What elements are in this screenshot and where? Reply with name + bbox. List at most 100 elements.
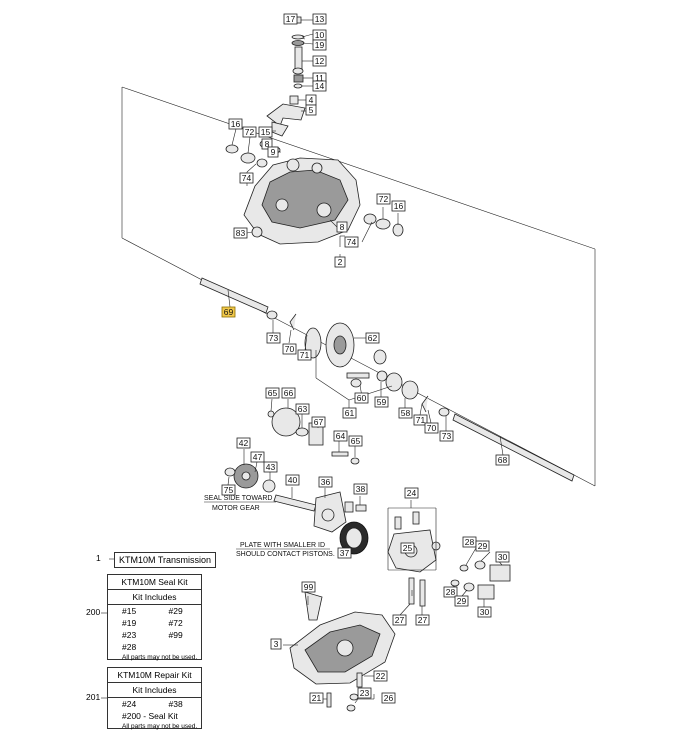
axle-shafts: [199, 277, 575, 482]
callout-16: 16: [228, 118, 243, 130]
callout-number: 47: [253, 452, 263, 462]
note-seal-side-line-1: SEAL SIDE TOWARD: [204, 495, 272, 502]
callout-number: 16: [394, 201, 404, 211]
callout-200: 200: [86, 607, 101, 617]
pump-components: [224, 407, 511, 607]
callout-number: 29: [457, 596, 467, 606]
callout-19: 19: [312, 39, 327, 51]
callout-65: 65: [348, 435, 363, 447]
callout-number: 62: [368, 333, 378, 343]
callout-60: 60: [354, 392, 369, 404]
note-plate-line-2: SHOULD CONTACT PISTONS.: [236, 551, 335, 558]
callout-number: 4: [309, 95, 314, 105]
callout-number: 25: [403, 543, 413, 553]
callout-number: 30: [480, 607, 490, 617]
callout-number: 59: [377, 397, 387, 407]
callout-67: 67: [311, 416, 326, 428]
callout-201: 201: [86, 692, 101, 702]
callout-number: 23: [360, 688, 370, 698]
callout-37: 37: [337, 547, 352, 559]
callout-64: 64: [333, 430, 348, 442]
note-seal-side-line-2: MOTOR GEAR: [212, 505, 260, 512]
callout-number: 74: [242, 173, 252, 183]
repair-kit-item: #200 - Seal Kit: [122, 711, 178, 721]
callout-8: 8: [336, 221, 348, 233]
callout-number: 42: [239, 438, 249, 448]
callout-number: 8: [340, 222, 345, 232]
callout-73: 73: [266, 332, 281, 344]
seal-kit-item: #29: [168, 606, 183, 616]
callout-number: 28: [465, 537, 475, 547]
callout-17: 17: [283, 13, 298, 25]
callout-30: 30: [477, 606, 492, 618]
callout-number: 70: [285, 344, 295, 354]
callout-number: 43: [266, 462, 276, 472]
callout-70: 70: [282, 343, 297, 355]
callout-number: 65: [268, 388, 278, 398]
callout-47: 47: [250, 451, 265, 463]
seal-kit-items: #15#29 #19#72 #23#99 #28: [108, 605, 201, 653]
callout-number: 72: [379, 194, 389, 204]
callout-number: 13: [315, 14, 325, 24]
callout-number: 29: [478, 541, 488, 551]
callout-65: 65: [265, 387, 280, 399]
callout-42: 42: [236, 437, 251, 449]
transmission-title-box: KTM10M Transmission: [114, 552, 217, 568]
callout-28: 28: [462, 536, 477, 548]
callout-number: 73: [442, 431, 452, 441]
repair-kit-table: KTM10M Repair Kit Kit Includes #24#38 #2…: [107, 667, 202, 730]
callout-73: 73: [439, 430, 454, 442]
callout-number: 73: [269, 333, 279, 343]
callout-number: 24: [407, 488, 417, 498]
callout-number: 99: [304, 582, 314, 592]
callout-63: 63: [295, 403, 310, 415]
callout-71: 71: [413, 414, 428, 426]
callout-23: 23: [357, 687, 372, 699]
repair-kit-item: #38: [168, 699, 183, 709]
callout-number: 72: [245, 127, 255, 137]
callout-number: 26: [384, 693, 394, 703]
repair-kit-item: #24: [122, 699, 137, 709]
callout-21: 21: [309, 692, 324, 704]
callout-number: 58: [401, 408, 411, 418]
callout-9: 9: [267, 146, 279, 158]
repair-kit-footnote: All parts may not be used.: [122, 723, 198, 730]
callout-25: 25: [400, 542, 415, 554]
callout-number: 10: [315, 30, 325, 40]
seal-kit-item: #72: [168, 618, 183, 628]
callout-2: 2: [334, 256, 346, 268]
callout-26: 26: [381, 692, 396, 704]
callout-number: 60: [357, 393, 367, 403]
callout-number: 37: [340, 548, 350, 558]
callout-number: 64: [336, 431, 346, 441]
lower-housing: [289, 591, 396, 712]
callout-99: 99: [301, 581, 316, 593]
callout-38: 38: [353, 483, 368, 495]
callout-number: 71: [416, 415, 426, 425]
callout-15: 15: [258, 126, 273, 138]
callout-number: 61: [345, 408, 355, 418]
callout-number: 65: [351, 436, 361, 446]
callout-58: 58: [398, 407, 413, 419]
seal-kit-footnote: All parts may not be used.: [122, 654, 198, 661]
callout-number: 17: [286, 14, 296, 24]
seal-kit-item: #15: [122, 606, 137, 616]
callout-72: 72: [242, 126, 257, 138]
callout-number: 12: [315, 56, 325, 66]
callout-number: 74: [347, 237, 357, 247]
seal-kit-subtitle: Kit Includes: [108, 590, 201, 605]
callout-4: 4: [305, 94, 317, 106]
callout-12: 12: [312, 55, 327, 67]
callout-14: 14: [312, 80, 327, 92]
callout-number: 22: [376, 671, 386, 681]
callout-68: 68: [495, 454, 510, 466]
callout-number: 9: [271, 147, 276, 157]
callout-28: 28: [443, 586, 458, 598]
callout-74: 74: [344, 236, 359, 248]
callout-number: 27: [395, 615, 405, 625]
callout-61: 61: [342, 407, 357, 419]
callout-number: 63: [298, 404, 308, 414]
callout-number: 15: [261, 127, 271, 137]
